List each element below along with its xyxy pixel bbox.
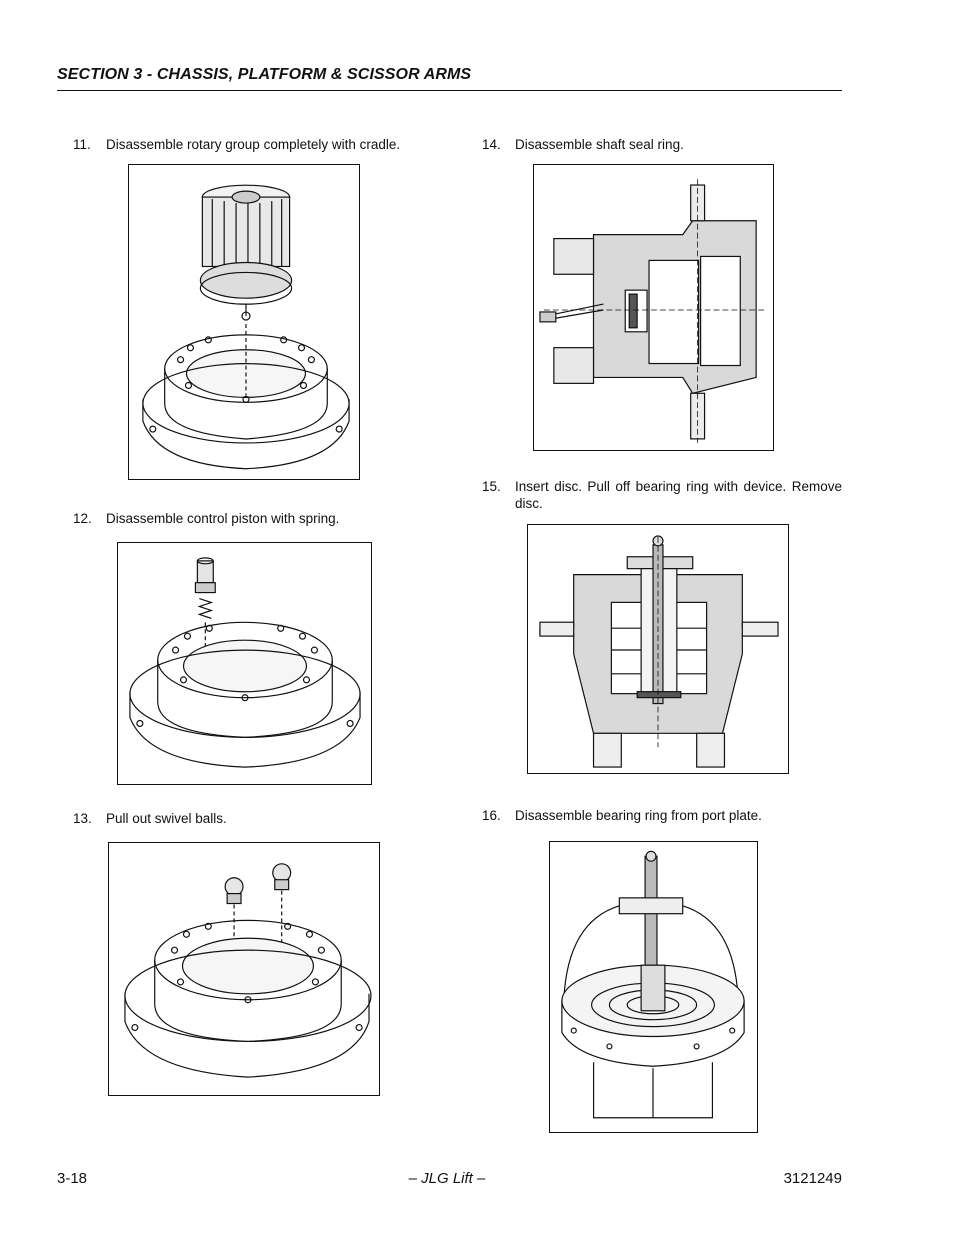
step-number: 12. xyxy=(73,511,92,526)
figure-bearing-ring-device xyxy=(527,524,789,774)
control-piston-illustration xyxy=(129,557,361,768)
step-number: 11. xyxy=(73,137,91,152)
shaft-seal-illustration xyxy=(539,179,765,443)
swivel-balls-illustration xyxy=(124,863,372,1078)
section-title: SECTION 3 - CHASSIS, PLATFORM & SCISSOR … xyxy=(57,66,472,83)
step-text: Insert disc. Pull off bearing ring with … xyxy=(515,479,842,511)
step-number: 14. xyxy=(482,137,501,152)
figure-shaft-seal xyxy=(533,164,774,451)
step-number: 13. xyxy=(73,811,92,826)
step-text: Disassemble control piston with spring. xyxy=(106,511,340,526)
port-plate-bearing-illustration xyxy=(561,850,745,1119)
rotary-group-illustration xyxy=(142,184,350,470)
document-number: 3121249 xyxy=(783,1170,842,1187)
step-number: 15. xyxy=(482,479,501,494)
step-text: Disassemble bearing ring from port plate… xyxy=(515,808,762,823)
step-text: Disassemble shaft seal ring. xyxy=(515,137,684,152)
header-divider xyxy=(57,90,842,91)
step-number: 16. xyxy=(482,808,501,823)
figure-swivel-balls xyxy=(108,842,380,1096)
step-text: Disassemble rotary group completely with… xyxy=(106,137,401,152)
figure-rotary-group xyxy=(128,164,360,480)
page-number: 3-18 xyxy=(57,1170,88,1187)
bearing-ring-device-illustration xyxy=(539,535,779,768)
footer-brand: – JLG Lift – xyxy=(408,1170,486,1187)
step-text: Pull out swivel balls. xyxy=(106,811,227,826)
figure-control-piston xyxy=(117,542,372,785)
figure-port-plate-bearing xyxy=(549,841,758,1133)
